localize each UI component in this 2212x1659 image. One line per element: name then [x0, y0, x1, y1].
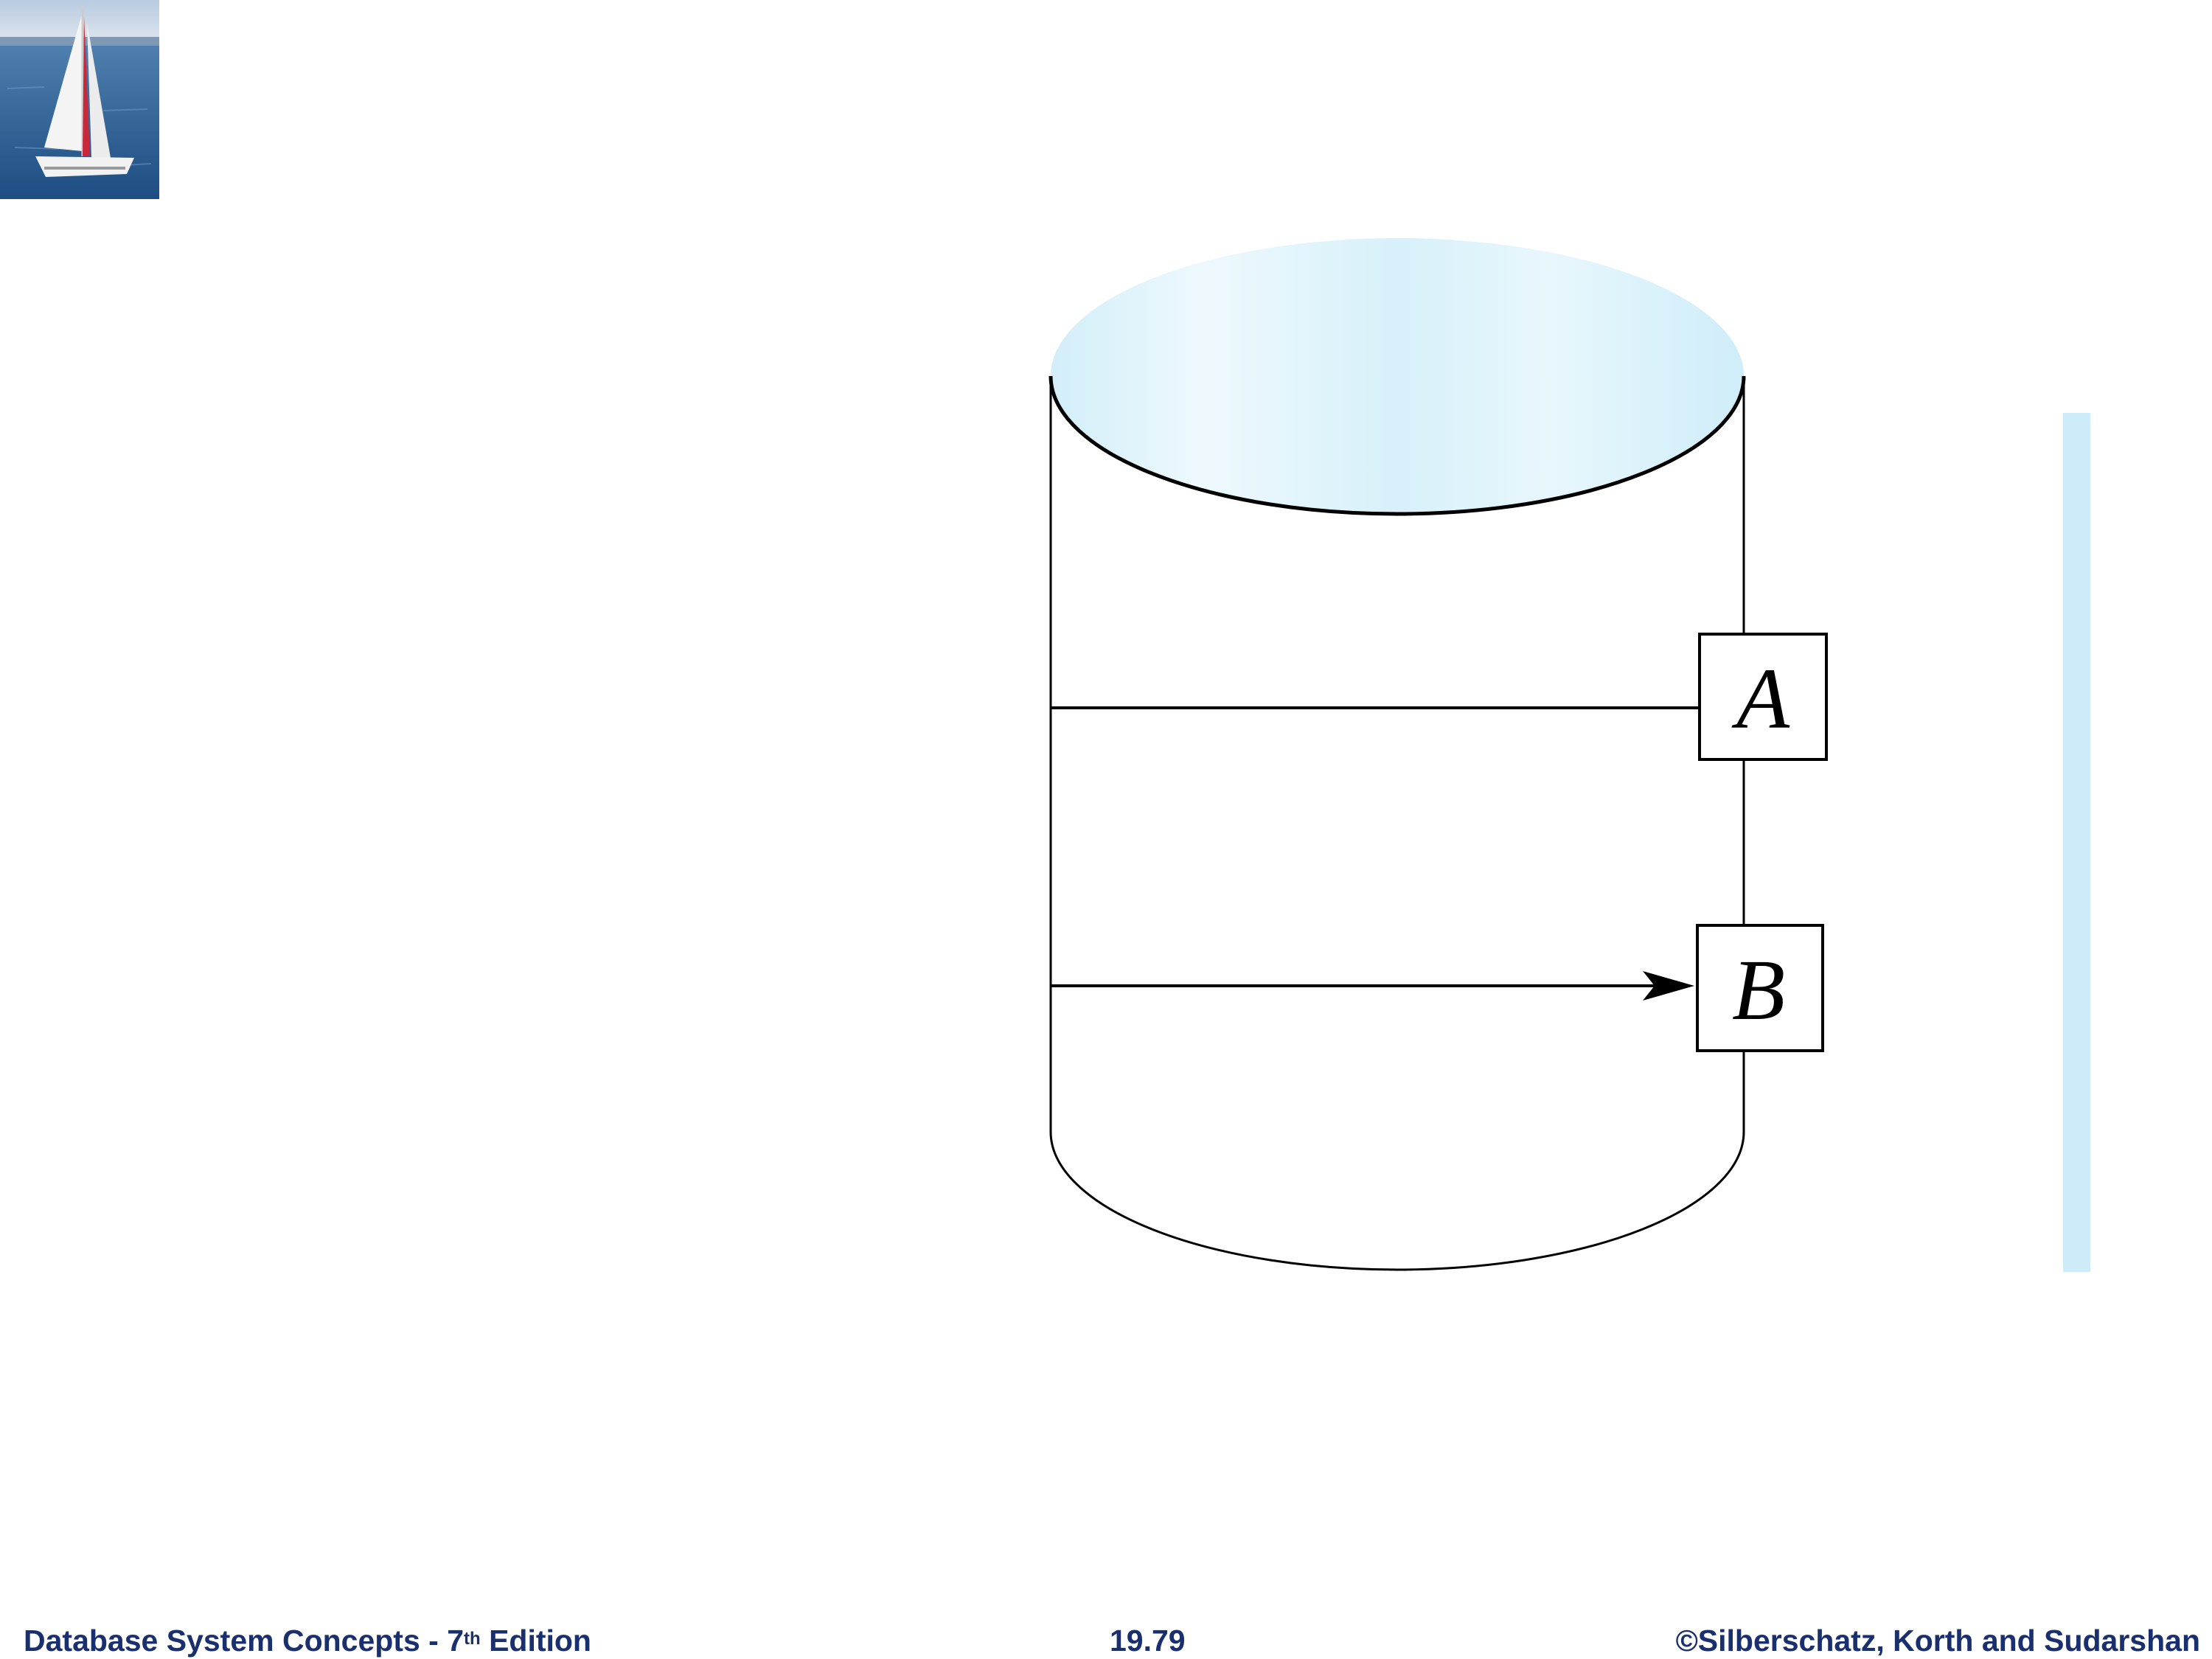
box-b-label: B [1732, 942, 1785, 1038]
footer-copyright: ©Silberschatz, Korth and Sudarshan [1675, 1624, 2200, 1658]
footer-book-title: Database System Concepts - 7th Edition [24, 1624, 591, 1658]
box-b [1696, 924, 1824, 1052]
arrow-head-icon [1643, 971, 1694, 1001]
cylinder-shadow [2063, 413, 2090, 1272]
cylinder-top [1051, 238, 1744, 514]
cylinder-bottom-edge [1049, 1131, 1745, 1271]
box-a-label: A [1731, 650, 1790, 747]
sailboat-logo [0, 0, 159, 199]
cylinder-top-front-edge [1048, 375, 1746, 516]
footer-slide-number: 19.79 [1110, 1624, 1186, 1658]
box-a [1698, 633, 1828, 761]
